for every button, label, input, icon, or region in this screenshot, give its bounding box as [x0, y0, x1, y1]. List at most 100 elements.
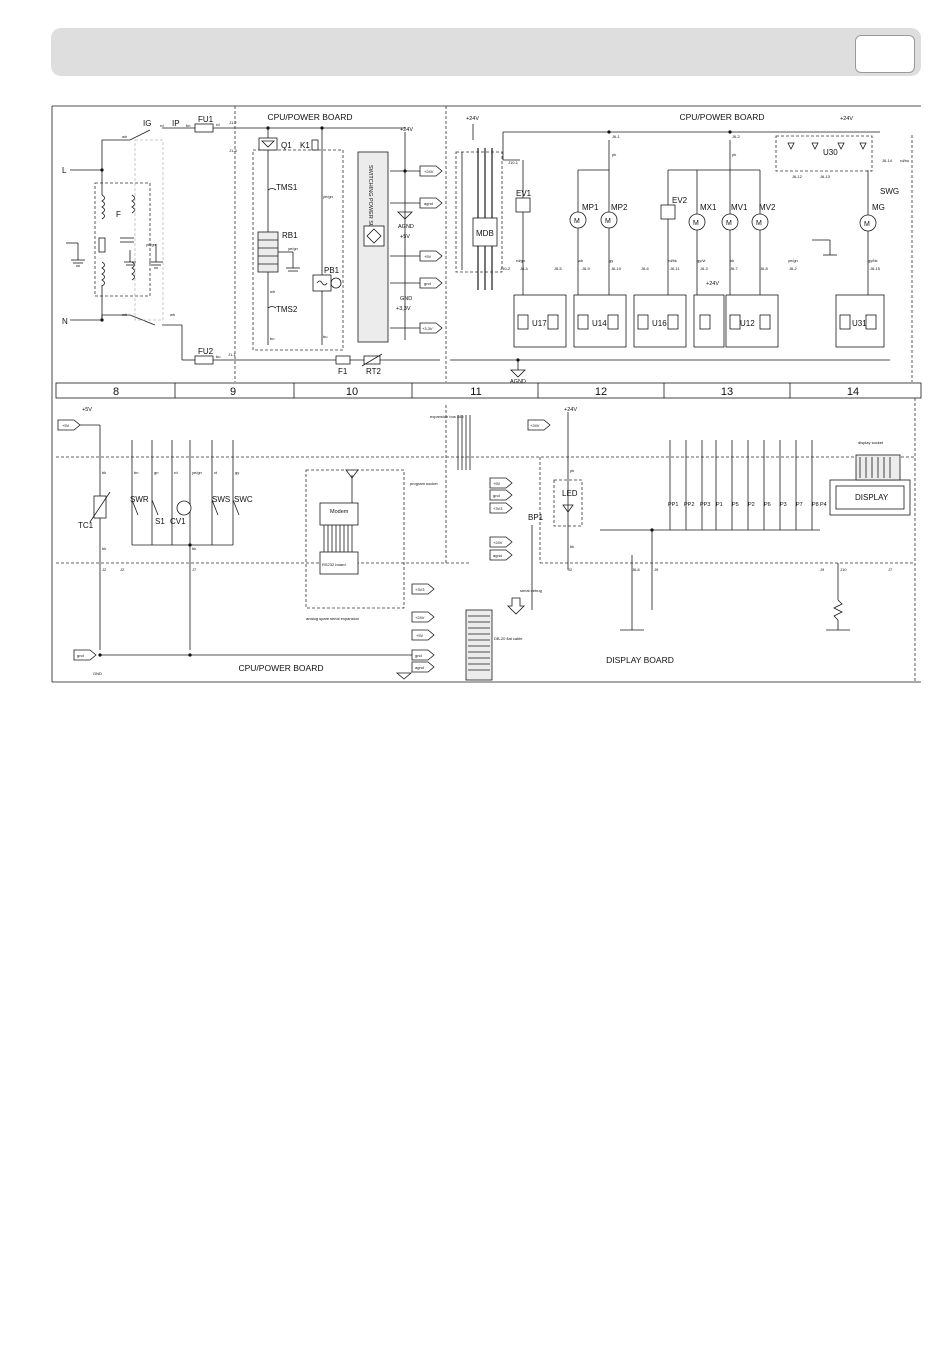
- conn-J1-1: J1-1: [228, 352, 237, 357]
- switching-supply-label: SWITCHING POWER SUPPLY: [367, 165, 373, 242]
- wire-bk-led: bk: [570, 544, 574, 549]
- svg-text:J6-7: J6-7: [730, 266, 739, 271]
- rail-24v-top: +24V: [400, 127, 413, 133]
- svg-text:rd: rd: [174, 470, 178, 475]
- label-modem: Modem: [330, 509, 349, 515]
- svg-text:J6-15: J6-15: [870, 266, 881, 271]
- label-U17: U17: [532, 319, 547, 328]
- earth-symbol-filter: [124, 250, 136, 266]
- label-P6: P6: [764, 502, 771, 508]
- label-SWC: SWC: [234, 495, 253, 504]
- wire-pk-led: pk: [570, 468, 574, 473]
- label-U14: U14: [592, 319, 607, 328]
- rail-GND-left-bottom: GND: [93, 671, 102, 676]
- label-K1: K1: [300, 141, 310, 150]
- label-serial-debug: serial debug: [520, 588, 542, 593]
- modem-rs232-ribbon: [323, 525, 353, 552]
- conn-J6-13: J6-13: [820, 174, 831, 179]
- cpu-board-title-bottom: CPU/POWER BOARD: [238, 663, 323, 673]
- heater-block-box: [252, 149, 344, 351]
- page-header-bar: [51, 28, 921, 76]
- svg-text:J6-8: J6-8: [760, 266, 769, 271]
- svg-text:J6-10: J6-10: [611, 266, 622, 271]
- fuse-f1: [335, 355, 351, 365]
- column-12: 12: [595, 386, 607, 398]
- conn-J6-12: J6-12: [792, 174, 803, 179]
- label-GND-left: GND: [400, 296, 412, 302]
- rail-gnd-col11: gnd: [493, 493, 500, 498]
- svg-text:J6-5: J6-5: [554, 266, 563, 271]
- rail-24v-right: +24V: [466, 116, 479, 122]
- label-flatcable: DB-20 flat cable: [494, 636, 523, 641]
- conn-J7-bottom: J7: [192, 567, 197, 572]
- filter-coil-bottom-2: [131, 261, 135, 281]
- pump-pb1-indicator: [330, 277, 342, 289]
- motor-symbols: [569, 211, 877, 232]
- column-11: 11: [470, 386, 481, 398]
- rail-gnd-arrow-b: gnd: [415, 653, 422, 658]
- relay-k1-coil: [311, 139, 319, 151]
- mdb-wires: [477, 148, 493, 290]
- svg-text:ye/gn: ye/gn: [192, 470, 202, 475]
- connector-labels-j6: J6-4 J6-5 J6-9 J6-10 J6-6 J6-11 J6-3 J6-…: [520, 266, 881, 271]
- wire-bn-label: bn: [186, 123, 190, 128]
- wire-wh-label-2: wh: [122, 312, 127, 317]
- motor-m-3: M: [693, 220, 699, 227]
- rail-arrow-agnd: agnd: [424, 201, 433, 206]
- agnd-symbol-bottom: [395, 672, 413, 680]
- filter-coil-top: [101, 194, 105, 220]
- sensor-cv1: [176, 500, 192, 516]
- thermostat-tms2: [267, 306, 277, 309]
- rs232-block: [319, 551, 359, 575]
- thermostat-tms1: [267, 188, 277, 191]
- motor-m-5: M: [756, 220, 762, 227]
- conn-J10-2: J10-2: [500, 266, 511, 271]
- ribbon-lines-col11: [457, 415, 471, 470]
- label-MDB: MDB: [476, 229, 494, 238]
- label-TMS1: TMS1: [276, 183, 298, 192]
- svg-text:ye/gn: ye/gn: [788, 258, 798, 263]
- column-14: 14: [847, 386, 859, 398]
- triac-q1: [258, 137, 278, 151]
- label-F1: F1: [338, 367, 348, 376]
- label-F: F: [116, 210, 121, 219]
- label-FU2: FU2: [198, 347, 214, 356]
- filter-coil-bottom: [101, 261, 105, 287]
- switch-contacts: [131, 499, 240, 516]
- conn-J2-bottom-b: J2: [120, 567, 125, 572]
- label-IP: IP: [172, 119, 180, 128]
- driver-ic-transistors: [517, 314, 877, 330]
- conn-J1-3: J1-3: [229, 148, 238, 153]
- label-MV1: MV1: [731, 203, 748, 212]
- label-SWR: SWR: [130, 495, 149, 504]
- conn-J1-2: J1-2: [229, 120, 238, 125]
- wire-ylvt-label: ye/gn: [323, 194, 333, 199]
- rectifier-diamond: [366, 228, 382, 244]
- bottom-signal-wires: [99, 425, 234, 650]
- rail-24v-far-right: +24V: [840, 116, 853, 122]
- label-rs232: RS232 board: [322, 562, 346, 567]
- wire-pk-1: pk: [612, 152, 616, 157]
- svg-text:J6-4: J6-4: [520, 266, 529, 271]
- earth-symbol-left: [66, 242, 85, 267]
- u30-diodes: [787, 142, 867, 150]
- label-SWS: SWS: [212, 495, 230, 504]
- label-P5: P5: [732, 502, 739, 508]
- mdb-area: [455, 151, 503, 273]
- flat-cable-connector: [465, 609, 493, 681]
- fuse-fu2: [194, 355, 214, 365]
- agnd-symbol-left: [397, 211, 413, 220]
- rail-arrow-5v-bottom: [57, 419, 81, 431]
- svg-text:rd/bk: rd/bk: [668, 258, 677, 263]
- svg-text:J6-2: J6-2: [789, 266, 798, 271]
- conn-J10-display: J10: [840, 567, 847, 572]
- wire-color-labels-bottom: bk bn gn rd ye/gn vt gy bk bk: [102, 470, 239, 551]
- display-socket-pins: [859, 457, 891, 478]
- label-SWG: SWG: [880, 187, 899, 196]
- label-5v-left: +5V: [400, 234, 410, 240]
- rail-24v-arrow-b: +24V: [415, 615, 425, 620]
- rail-agnd-arrow-b: agnd: [415, 665, 424, 670]
- line-phase: [70, 129, 151, 171]
- label-TMS2: TMS2: [276, 305, 298, 314]
